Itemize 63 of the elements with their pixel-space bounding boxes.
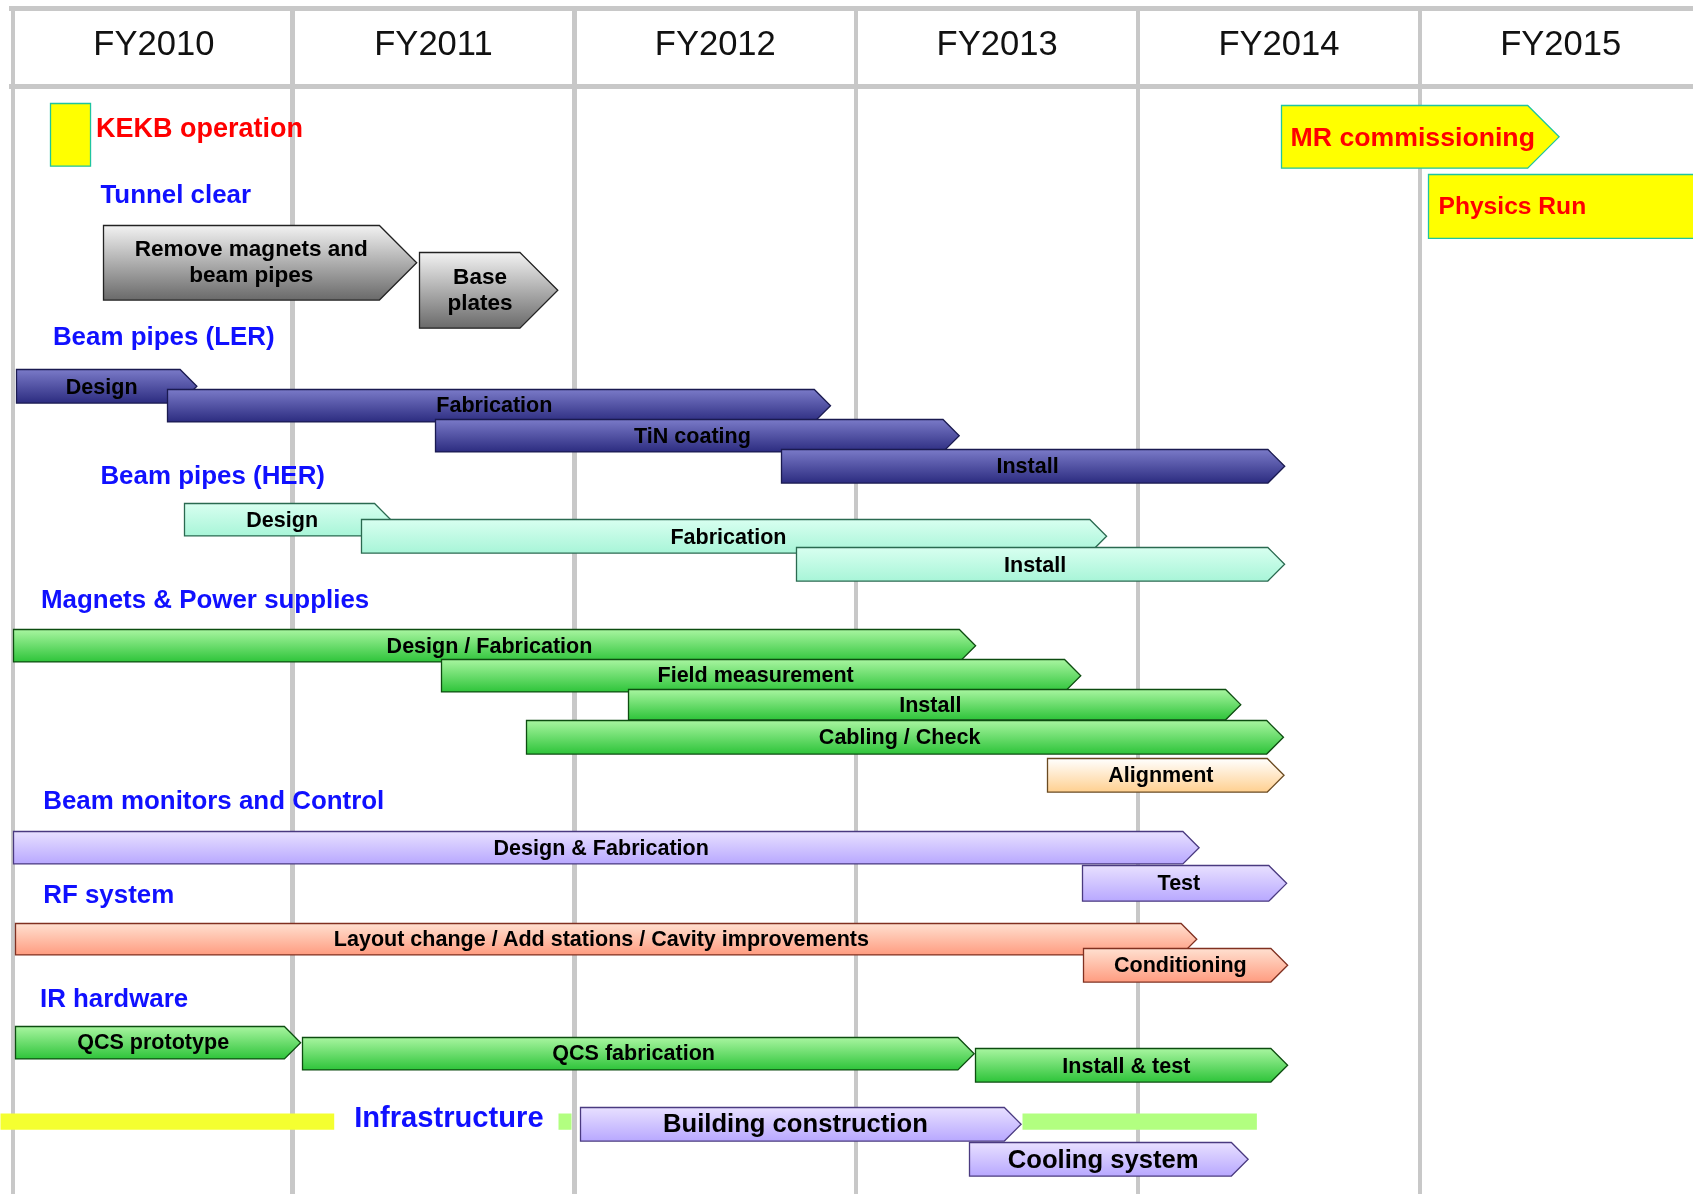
task-label: Fabrication — [669, 524, 788, 549]
task-bar — [1280, 104, 1560, 169]
task-bar — [183, 503, 391, 537]
task-label: QCS fabrication — [551, 1040, 716, 1066]
task-label: Cooling system — [1006, 1144, 1200, 1175]
year-header: FY2012 — [653, 23, 777, 64]
task-label: Base plates — [446, 263, 514, 316]
task-label: Install — [995, 454, 1060, 479]
task-bar — [975, 1048, 1289, 1083]
bar-caption: KEKB operation — [96, 113, 303, 145]
task-label: Physics Run — [1438, 192, 1588, 221]
year-header: FY2011 — [373, 23, 494, 64]
task-label: Layout change / Add stations / Cavity improvements — [332, 926, 870, 952]
task-label: Fabrication — [435, 393, 554, 418]
task-bar — [1082, 948, 1289, 983]
task-label: Design & Fabrication — [492, 835, 710, 861]
task-label: Cabling / Check — [817, 725, 982, 750]
task-label: Remove magnets and beam pipes — [133, 236, 369, 289]
task-label: TiN coating — [633, 423, 752, 449]
task-bar — [780, 449, 1285, 484]
task-label: Install — [1003, 552, 1068, 578]
task-bar — [968, 1142, 1249, 1177]
task-label: Install & test — [1061, 1053, 1192, 1079]
task-label: QCS prototype — [76, 1030, 231, 1055]
section-heading: Beam pipes (LER) — [52, 321, 275, 351]
task-label: Test — [1156, 870, 1202, 896]
task-label: Alignment — [1107, 762, 1215, 788]
year-header: FY2015 — [1499, 23, 1623, 64]
color-swatch — [49, 102, 91, 167]
task-label: Design — [64, 374, 139, 399]
section-heading: Magnets & Power supplies — [41, 585, 370, 615]
task-bar — [15, 1025, 302, 1060]
task-bar — [440, 658, 1081, 693]
year-header: FY2010 — [92, 23, 216, 64]
task-bar — [1047, 757, 1285, 793]
section-heading: Beam monitors and Control — [43, 786, 385, 816]
task-bar — [1081, 864, 1287, 902]
section-heading: Tunnel clear — [100, 180, 252, 210]
task-bar — [435, 418, 960, 453]
task-bar — [1428, 173, 1693, 239]
task-bar — [418, 251, 559, 329]
task-label: Building construction — [662, 1109, 929, 1139]
task-label: Design — [245, 507, 320, 533]
section-heading: RF system — [43, 879, 175, 909]
task-bar — [12, 629, 977, 663]
task-bar — [628, 688, 1242, 721]
task-bar — [16, 369, 198, 404]
task-bar — [302, 1036, 975, 1070]
task-bar — [525, 720, 1284, 755]
year-header: FY2014 — [1217, 23, 1341, 64]
task-label: Install — [898, 692, 963, 717]
task-label: Design / Fabrication — [385, 633, 594, 659]
timeline-band — [0, 1113, 335, 1131]
timeline-band — [558, 1113, 573, 1131]
task-bar — [579, 1106, 1022, 1142]
task-bar — [795, 547, 1285, 582]
task-label: Conditioning — [1112, 952, 1248, 978]
year-header: FY2013 — [935, 23, 1059, 64]
section-heading: IR hardware — [39, 983, 189, 1013]
section-heading: Beam pipes (HER) — [100, 461, 325, 491]
task-label: MR commissioning — [1290, 121, 1536, 152]
task-label: Field measurement — [656, 663, 855, 688]
timeline-band — [1022, 1113, 1258, 1131]
